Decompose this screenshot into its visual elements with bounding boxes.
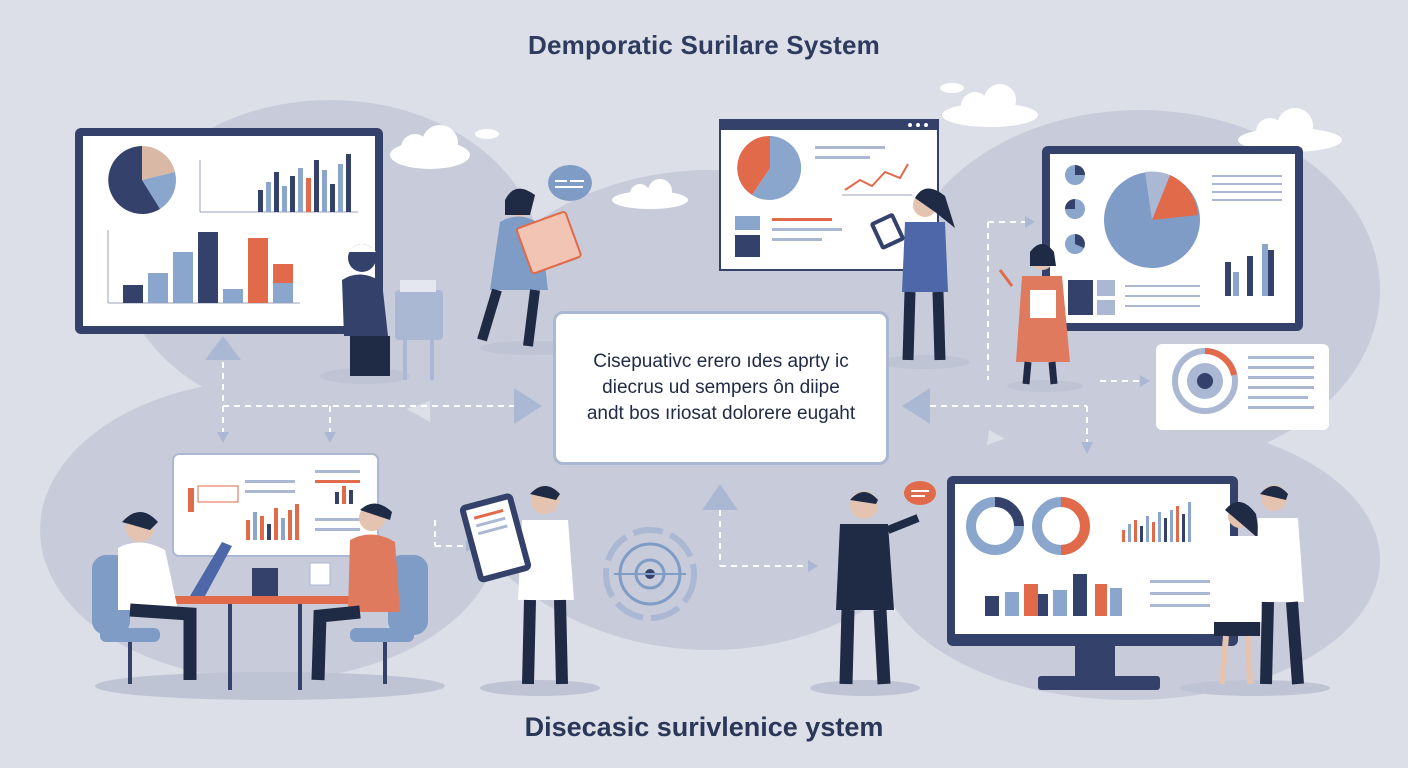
speech-bubble-icon (904, 481, 936, 505)
donut-chart (1032, 497, 1090, 555)
main-bar-chart (985, 574, 1122, 616)
cloud-icon (612, 179, 688, 209)
doctor-with-tablet (459, 486, 600, 696)
small-bar-chart (1225, 244, 1274, 296)
gauge-card (1156, 344, 1329, 430)
pie-chart (1104, 171, 1200, 268)
target-icon (603, 527, 697, 621)
person-with-laptop (320, 244, 443, 384)
cloud-icon (475, 129, 499, 139)
center-panel-line: Cisepuativc erero ıdes aprty ic (593, 351, 849, 372)
center-panel-line: andt bos ıriosat dolorere eugaht (586, 403, 856, 424)
cloud-icon (940, 83, 964, 93)
dashboard-monitor-top-right (1042, 146, 1303, 331)
cloud-icon (390, 125, 470, 169)
person-with-tablet (870, 188, 970, 369)
dashboard-monitor-top-left (75, 128, 383, 334)
person-in-suit (810, 481, 936, 696)
donut-chart (966, 497, 1024, 555)
pie-chart (737, 135, 802, 200)
mini-pie-chart (1065, 165, 1085, 254)
medical-team (1180, 485, 1330, 696)
cloud-icon (942, 84, 1038, 127)
center-info-panel: Cisepuativc erero ıdes aprty ic diecrus … (553, 311, 889, 465)
speech-bubble-icon (548, 165, 592, 201)
dashboard-card-bottom-left (172, 453, 379, 557)
connector-lines (222, 221, 1140, 567)
small-bar-chart (246, 504, 299, 540)
pie-chart (108, 146, 176, 214)
small-bar-chart (258, 154, 351, 212)
small-bar-chart (1122, 502, 1191, 542)
arrow-icon (205, 216, 1150, 572)
center-panel-line: diecrus ud sempers ôn diipe (602, 377, 840, 398)
dashboard-window-top-center (719, 119, 939, 271)
page-title: Demporatic Surilare System (527, 30, 880, 60)
main-bar-chart (123, 232, 293, 303)
footer-title: Disecasic surivlenice ystem (524, 712, 884, 742)
meeting-table (92, 503, 445, 700)
person-presenting (998, 244, 1083, 392)
cloud-icon (1238, 108, 1342, 152)
dashboard-monitor-bottom-right (947, 476, 1238, 690)
